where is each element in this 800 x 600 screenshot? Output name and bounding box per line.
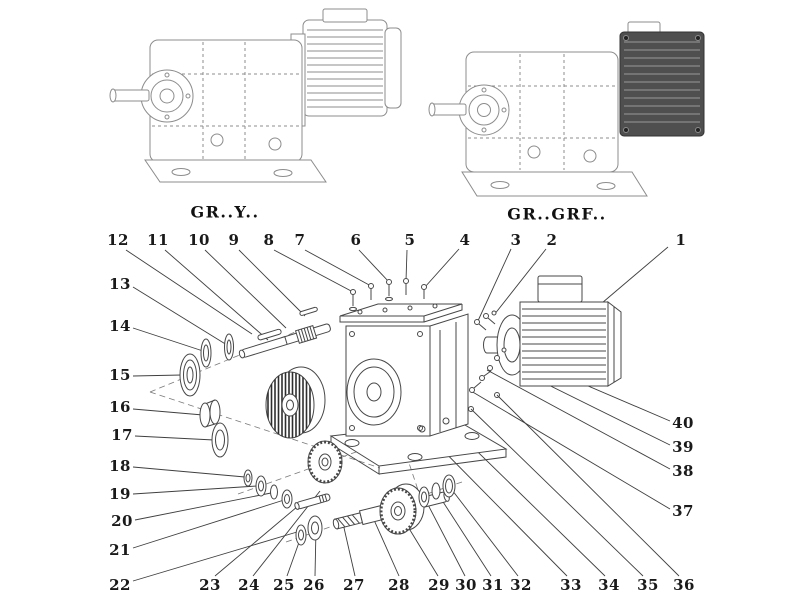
callout-38: 38 (672, 462, 694, 480)
leader-line-23 (214, 500, 305, 577)
leader-line-3 (476, 248, 512, 324)
callout-20: 20 (111, 512, 133, 530)
intermediate-parts-drawing (243, 440, 343, 510)
callout-35: 35 (637, 576, 659, 594)
variant-label-gr-y: GR..Y.. (190, 202, 260, 222)
leader-line-16 (132, 408, 204, 416)
left-parts-drawing (179, 333, 234, 458)
callout-2: 2 (546, 231, 558, 249)
leader-line-22 (132, 531, 298, 582)
callout-39: 39 (672, 438, 694, 456)
leader-line-9 (238, 249, 306, 317)
callout-31: 31 (482, 576, 504, 594)
callout-19: 19 (109, 485, 131, 503)
callout-21: 21 (109, 541, 131, 559)
callout-33: 33 (560, 576, 582, 594)
large-gear-drawing (265, 366, 326, 439)
callout-24: 24 (238, 576, 260, 594)
callout-30: 30 (455, 576, 477, 594)
callout-6: 6 (350, 231, 362, 249)
callout-4: 4 (459, 231, 471, 249)
leader-line-37 (470, 390, 671, 510)
callout-40: 40 (672, 414, 694, 432)
leader-line-12 (125, 249, 253, 335)
leader-line-20 (134, 492, 272, 521)
leader-line-19 (132, 485, 258, 495)
callout-34: 34 (598, 576, 620, 594)
callout-11: 11 (147, 231, 169, 249)
leader-line-2 (493, 248, 547, 316)
callout-10: 10 (188, 231, 210, 249)
leader-line-32 (448, 485, 519, 577)
leader-line-31 (435, 490, 492, 577)
callout-3: 3 (510, 231, 522, 249)
output-shaft-drawing (295, 474, 456, 546)
cover-screws-drawing (349, 278, 427, 312)
leader-line-8 (273, 249, 354, 293)
callout-15: 15 (109, 366, 131, 384)
callout-12: 12 (107, 231, 129, 249)
callout-26: 26 (303, 576, 325, 594)
leader-line-5 (405, 249, 408, 282)
leader-line-4 (424, 248, 460, 288)
variant-label-gr-grf: GR..GRF.. (507, 204, 607, 224)
callout-14: 14 (109, 317, 131, 335)
leader-line-1 (601, 246, 669, 304)
leader-line-36 (496, 394, 680, 577)
callout-17: 17 (111, 426, 133, 444)
callout-13: 13 (109, 275, 131, 293)
leader-line-17 (134, 435, 215, 441)
callout-7: 7 (294, 231, 306, 249)
input-shaft-drawing (238, 306, 331, 359)
leader-line-15 (132, 374, 183, 377)
leader-line-7 (304, 249, 372, 287)
callout-18: 18 (109, 457, 131, 475)
callout-37: 37 (672, 502, 694, 520)
leader-line-27 (341, 518, 356, 577)
leader-line-13 (132, 286, 228, 346)
callout-32: 32 (510, 576, 532, 594)
motor-drawing (469, 275, 622, 393)
leader-line-18 (132, 466, 246, 478)
callout-28: 28 (388, 576, 410, 594)
leader-line-10 (204, 249, 287, 329)
leader-line-38 (486, 369, 671, 470)
leader-line-35 (470, 408, 644, 577)
leader-line-21 (132, 499, 285, 549)
callout-9: 9 (228, 231, 240, 249)
leader-line-11 (164, 249, 269, 341)
callout-29: 29 (428, 576, 450, 594)
callout-22: 22 (109, 576, 131, 594)
callout-25: 25 (273, 576, 295, 594)
callout-8: 8 (263, 231, 275, 249)
callout-27: 27 (343, 576, 365, 594)
gearmotor-illustration-left (109, 8, 402, 183)
callout-16: 16 (109, 398, 131, 416)
callout-5: 5 (404, 231, 416, 249)
leader-line-30 (423, 496, 466, 577)
callout-1: 1 (675, 231, 687, 249)
leader-line-14 (132, 327, 204, 352)
gearmotor-illustration-right (428, 21, 705, 197)
callout-36: 36 (673, 576, 695, 594)
housing-drawing (329, 303, 508, 475)
leader-line-6 (358, 249, 390, 283)
callout-23: 23 (199, 576, 221, 594)
